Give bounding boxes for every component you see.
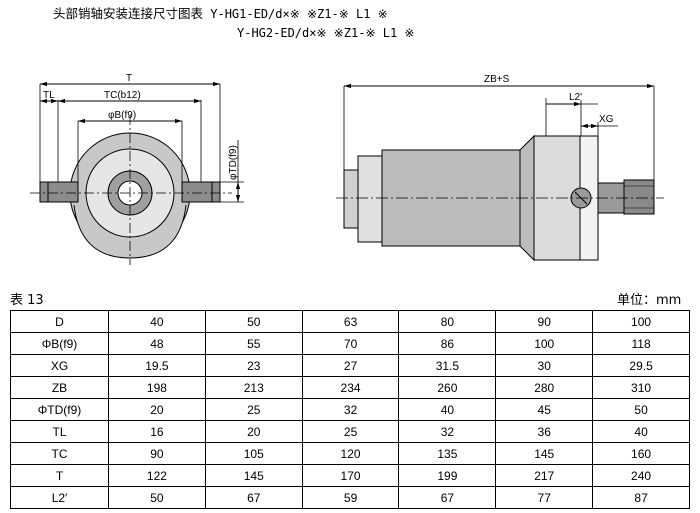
model-code-1: Y-HG1-ED/d×※ ※Z1-※ L1 ※ <box>203 7 388 21</box>
dim-label-tl: TL <box>43 90 55 101</box>
dim-label-l2: L2' <box>569 92 582 103</box>
table-cell: 32 <box>301 398 400 421</box>
technical-drawing: T TL TC(b12) φB(f9) φTD(f9) <box>30 73 664 265</box>
dim-label-td: φTD(f9) <box>228 145 239 180</box>
table-cell: 199 <box>398 464 497 487</box>
table-cell: 80 <box>398 310 497 333</box>
table-cell: 90 <box>108 442 206 465</box>
table-cell: 160 <box>592 442 690 465</box>
table-cell: 86 <box>398 332 497 355</box>
table-cell: 90 <box>495 310 594 333</box>
table-cell: 280 <box>495 376 594 399</box>
table-cell: 36 <box>495 420 594 443</box>
row-header: TC <box>10 442 109 465</box>
table-cell: 67 <box>204 486 303 509</box>
row-header: TL <box>10 420 109 443</box>
table-cell: 63 <box>301 310 400 333</box>
table-cell: 145 <box>204 464 303 487</box>
table-cell: 105 <box>204 442 303 465</box>
end-cap-shape <box>357 155 383 243</box>
table-cell: 77 <box>495 486 594 509</box>
row-header: T <box>10 464 109 487</box>
rod-end-shape <box>343 169 359 229</box>
table-cell: 170 <box>301 464 400 487</box>
table-cell: 67 <box>398 486 497 509</box>
thread-end-shape <box>623 179 655 215</box>
table-cell: 135 <box>398 442 497 465</box>
dim-label-tc: TC(b12) <box>104 90 141 101</box>
table-cell: 20 <box>204 420 303 443</box>
row-header: D <box>10 310 109 333</box>
table-cell: 32 <box>398 420 497 443</box>
table-cell: 70 <box>301 332 400 355</box>
table-cell: 29.5 <box>592 354 690 377</box>
table-cell: 122 <box>108 464 206 487</box>
row-header: L2′ <box>10 486 109 509</box>
front-view <box>30 81 244 265</box>
table-cell: 260 <box>398 376 497 399</box>
dim-label-xg: XG <box>599 114 614 125</box>
table-cell: 59 <box>301 486 400 509</box>
table-cell: 240 <box>592 464 690 487</box>
side-view <box>336 83 664 262</box>
table-cell: 145 <box>495 442 594 465</box>
table-cell: 87 <box>592 486 690 509</box>
dim-label-zb: ZB+S <box>484 74 510 85</box>
table-cell: 40 <box>108 310 206 333</box>
table-cell: 45 <box>495 398 594 421</box>
table-cell: 100 <box>592 310 690 333</box>
table-cell: 50 <box>204 310 303 333</box>
table-cell: 25 <box>301 420 400 443</box>
table-cell: 213 <box>204 376 303 399</box>
table-cell: 310 <box>592 376 690 399</box>
drawing-title-line-1: 头部销轴安装连接尺寸图表 Y-HG1-ED/d×※ ※Z1-※ L1 ※ <box>53 6 388 22</box>
table-cell: 50 <box>592 398 690 421</box>
right-pin-shape <box>181 181 221 203</box>
table-cell: 19.5 <box>108 354 206 377</box>
table-cell: 48 <box>108 332 206 355</box>
table-cell: 55 <box>204 332 303 355</box>
dim-label-t: T <box>126 73 132 84</box>
table-cell: 120 <box>301 442 400 465</box>
row-header: ZB <box>10 376 109 399</box>
table-cell: 30 <box>495 354 594 377</box>
table-cell: 234 <box>301 376 400 399</box>
table-cell: 118 <box>592 332 690 355</box>
table-cell: 50 <box>108 486 206 509</box>
table-cell: 198 <box>108 376 206 399</box>
row-header: ΦTD(f9) <box>10 398 109 421</box>
drawing-title-text: 头部销轴安装连接尺寸图表 <box>53 6 204 21</box>
dim-label-b: φB(f9) <box>108 110 136 121</box>
table-cell: 31.5 <box>398 354 497 377</box>
table-cell: 25 <box>204 398 303 421</box>
table-cell: 20 <box>108 398 206 421</box>
table-cell: 23 <box>204 354 303 377</box>
row-header: XG <box>10 354 109 377</box>
row-header: ΦB(f9) <box>10 332 109 355</box>
table-cell: 40 <box>398 398 497 421</box>
table-cell: 40 <box>592 420 690 443</box>
left-pin-shape <box>39 181 79 203</box>
table-cell: 100 <box>495 332 594 355</box>
model-code-2: Y-HG2-ED/d×※ ※Z1-※ L1 ※ <box>237 26 415 40</box>
table-cell: 217 <box>495 464 594 487</box>
table-number-label: 表 13 <box>10 293 44 308</box>
table-cell: 27 <box>301 354 400 377</box>
unit-label: 单位：mm <box>617 293 682 308</box>
table-cell: 16 <box>108 420 206 443</box>
